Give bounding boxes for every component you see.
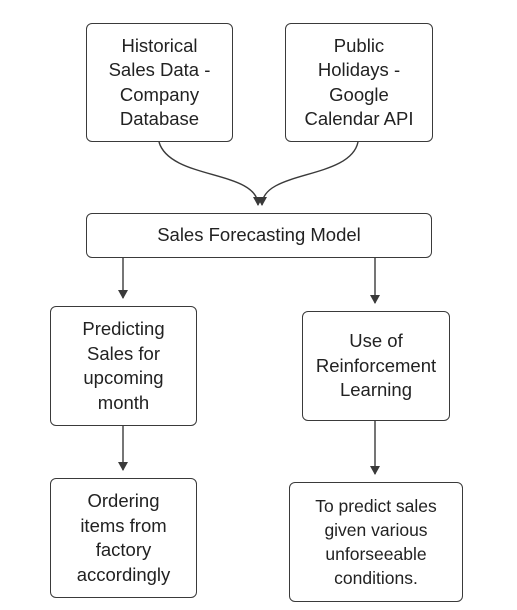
node-sales-forecasting-model: Sales Forecasting Model [86,213,432,258]
node-unforeseeable-conditions-label: To predict sales given various unforseea… [315,496,437,588]
node-public-holidays: Public Holidays - Google Calendar API [285,23,433,142]
node-ordering-items: Ordering items from factory accordingly [50,478,197,598]
node-historical-sales-data: Historical Sales Data - Company Database [86,23,233,142]
node-historical-sales-data-label: Historical Sales Data - Company Database [108,34,211,130]
node-reinforcement-learning-label: Use of Reinforcement Learning [315,330,437,401]
node-predicting-sales-label: Predicting Sales for upcoming month [82,318,165,413]
edge-historical-to-model [158,141,263,206]
node-sales-forecasting-model-label: Sales Forecasting Model [157,224,361,246]
edge-holidays-to-model [257,141,359,206]
node-ordering-items-label: Ordering items from factory accordingly [76,490,171,585]
node-reinforcement-learning: Use of Reinforcement Learning [302,311,450,421]
node-predicting-sales: Predicting Sales for upcoming month [50,306,197,426]
node-unforeseeable-conditions: To predict sales given various unforseea… [289,482,463,602]
node-public-holidays-label: Public Holidays - Google Calendar API [304,34,414,130]
